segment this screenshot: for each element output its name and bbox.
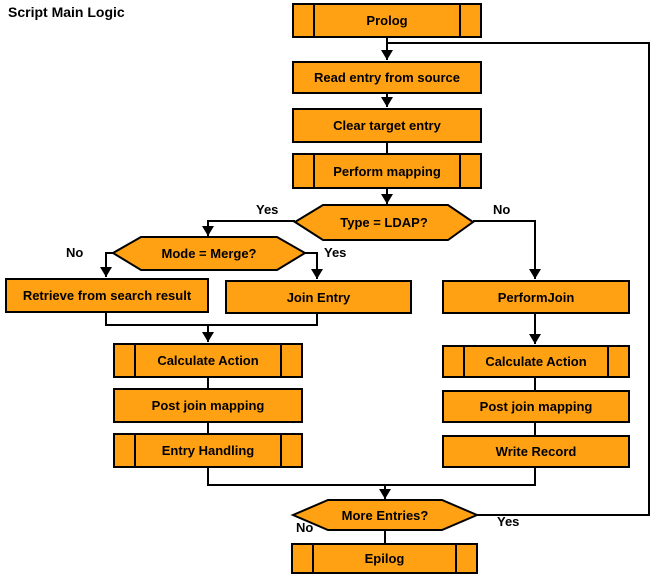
node-perform-mapping: Perform mapping bbox=[292, 153, 482, 189]
node-perform-join: PerformJoin bbox=[442, 280, 630, 314]
edge-typeldap-no bbox=[473, 220, 541, 279]
decision-more-entries: More Entries? bbox=[293, 500, 477, 530]
edge-typeldap-yes bbox=[202, 220, 295, 236]
node-post-join-mapping-right: Post join mapping bbox=[442, 390, 630, 423]
branch-label-mode-merge-yes: Yes bbox=[324, 245, 347, 260]
edge-more-entries-yes-feedback bbox=[388, 42, 650, 516]
node-post-join-mapping-left: Post join mapping bbox=[113, 388, 303, 423]
branch-label-type-ldap-no: No bbox=[493, 202, 511, 217]
node-read-entry-label: Read entry from source bbox=[314, 70, 460, 85]
node-clear-target-label: Clear target entry bbox=[333, 118, 441, 133]
node-post-join-mapping-right-label: Post join mapping bbox=[479, 399, 593, 414]
node-calculate-action-left: Calculate Action bbox=[113, 343, 303, 378]
node-write-record-label: Write Record bbox=[495, 444, 577, 459]
node-perform-mapping-label: Perform mapping bbox=[333, 163, 441, 179]
node-clear-target: Clear target entry bbox=[292, 108, 482, 143]
branch-label-more-entries-no: No bbox=[296, 520, 314, 535]
node-read-entry: Read entry from source bbox=[292, 61, 482, 94]
node-calculate-action-right: Calculate Action bbox=[442, 345, 630, 378]
decision-mode-merge-label: Mode = Merge? bbox=[161, 246, 257, 261]
edge-modemerge-yes bbox=[305, 252, 323, 279]
node-post-join-mapping-left-label: Post join mapping bbox=[151, 398, 265, 413]
node-write-record: Write Record bbox=[442, 435, 630, 468]
decision-type-ldap: Type = LDAP? bbox=[295, 205, 473, 240]
decision-more-entries-shape bbox=[290, 499, 480, 531]
node-prolog-label: Prolog bbox=[366, 13, 408, 28]
edge-modemerge-no bbox=[100, 252, 113, 277]
node-entry-handling: Entry Handling bbox=[113, 433, 303, 468]
node-retrieve-search: Retrieve from search result bbox=[5, 278, 209, 313]
node-prolog: Prolog bbox=[292, 3, 482, 38]
decision-more-entries-label: More Entries? bbox=[341, 507, 429, 523]
decision-mode-merge-shape bbox=[111, 236, 307, 271]
decision-mode-merge: Mode = Merge? bbox=[113, 237, 305, 270]
branch-label-more-entries-yes: Yes bbox=[497, 514, 520, 529]
branch-label-mode-merge-no: No bbox=[66, 245, 84, 260]
node-join-entry-label: Join Entry bbox=[286, 289, 351, 305]
node-join-entry: Join Entry bbox=[225, 280, 412, 314]
branch-label-type-ldap-yes: Yes bbox=[256, 202, 279, 217]
node-epilog-label: Epilog bbox=[364, 551, 405, 566]
node-calculate-action-right-label: Calculate Action bbox=[485, 354, 587, 369]
decision-type-ldap-shape bbox=[293, 204, 475, 241]
node-retrieve-search-label: Retrieve from search result bbox=[22, 288, 192, 303]
node-perform-join-label: PerformJoin bbox=[497, 289, 575, 305]
node-entry-handling-label: Entry Handling bbox=[161, 443, 255, 458]
decision-type-ldap-label: Type = LDAP? bbox=[340, 215, 428, 230]
node-epilog: Epilog bbox=[291, 543, 478, 574]
node-calculate-action-left-label: Calculate Action bbox=[157, 353, 259, 368]
diagram-title: Script Main Logic bbox=[8, 4, 125, 20]
